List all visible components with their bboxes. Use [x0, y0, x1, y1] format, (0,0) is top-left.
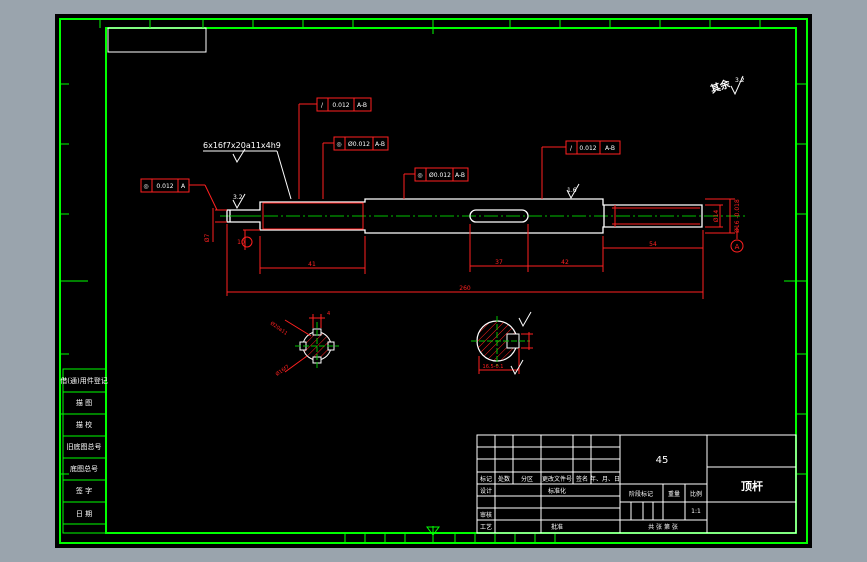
- spline-dia-1: Ø20a11: [269, 320, 289, 337]
- spline-dia-2: Ø16f7: [274, 363, 291, 377]
- gdt2-sym: ◎: [336, 141, 341, 148]
- datum-a: A: [735, 243, 740, 251]
- gdt5-sym: ◎: [143, 183, 148, 190]
- gdt3-sym: ◎: [417, 172, 422, 179]
- tb-material: 45: [656, 455, 669, 466]
- gdt1-val: 0.012: [332, 102, 349, 109]
- tb-change-doc: 更改文件号: [542, 475, 572, 483]
- tb-approve: 批准: [551, 523, 563, 531]
- title-block: 标记 处数 分区 更改文件号 签名 年、月、日 设计 标准化 阶段标记 重量 比…: [476, 434, 797, 534]
- tb-design: 设计: [480, 487, 492, 495]
- gdt5-val: 0.012: [156, 183, 173, 190]
- spline-spec: 6x16f7x20a11x4h9: [203, 141, 281, 150]
- roughness-label-2: 1.6: [567, 187, 577, 194]
- cad-viewport[interactable]: 借(通)用件登记 描 图 描 校 旧底图总号 底图总号 签 字 日 期: [55, 14, 812, 548]
- tb-standard: 标准化: [548, 487, 566, 495]
- gdt1-sym: /: [321, 102, 324, 109]
- dim-total: 260: [459, 285, 471, 292]
- tb-process: 工艺: [480, 523, 492, 531]
- gdt4-val: 0.012: [579, 145, 596, 152]
- side-row-7: 日 期: [76, 510, 92, 518]
- tb-count: 处数: [498, 475, 510, 483]
- dim-spline-len: 41: [308, 261, 316, 268]
- gdt4-sym: /: [570, 145, 573, 152]
- side-table: 借(通)用件登记 描 图 描 校 旧底图总号 底图总号 签 字 日 期: [60, 368, 108, 534]
- spline-width: 4: [327, 311, 330, 317]
- gdt1-datum: A-B: [357, 102, 367, 109]
- gdt-frames: / 0.012 A-B ◎ Ø0.012 A-B ◎ Ø0.012 A-B / …: [140, 97, 621, 211]
- dim-right-dia-tol: Ø16 -0.018: [734, 199, 741, 233]
- side-row-6: 签 字: [76, 486, 92, 495]
- side-row-5: 底图总号: [70, 464, 98, 473]
- tb-scale: 1:1: [691, 508, 701, 515]
- tb-stage: 阶段标记: [629, 490, 653, 498]
- gdt2-datum: A-B: [375, 141, 385, 148]
- key-depth: 16.5-0.1: [483, 364, 504, 370]
- general-roughness: 其余 3.2: [709, 75, 745, 96]
- tb-weight: 重量: [668, 490, 680, 498]
- tb-sign: 签名: [576, 475, 588, 483]
- gdt5-datum: A: [181, 183, 186, 190]
- dim-right-dia: Ø14: [713, 210, 720, 223]
- gdt3-datum: A-B: [455, 172, 465, 179]
- roughness-note: 其余: [709, 76, 733, 95]
- gdt4-datum: A-B: [605, 145, 615, 152]
- tb-scale-label: 比例: [690, 490, 702, 498]
- side-row-3: 描 校: [76, 420, 92, 429]
- gdt3-val: Ø0.012: [429, 172, 451, 179]
- roughness-label-1: 3.2: [233, 194, 243, 201]
- shaft-main-view: 41 37 42 54 260 Ø7 10 Ø14 Ø16 -0.018 3.2…: [203, 141, 745, 299]
- tb-date: 年、月、日: [590, 475, 620, 483]
- tb-sheets: 共 张 第 张: [648, 523, 678, 531]
- tb-review: 审核: [480, 511, 492, 519]
- roughness-note-value: 3.2: [735, 77, 745, 84]
- tb-part-name: 顶杆: [741, 479, 763, 493]
- spline-section: Ø20a11 Ø16f7 4: [269, 311, 339, 378]
- keyway-section: 16.5-0.1: [471, 311, 533, 376]
- side-row-4: 旧底图总号: [67, 442, 102, 451]
- side-row-2: 描 图: [76, 398, 92, 407]
- gdt2-val: Ø0.012: [348, 141, 370, 148]
- side-row-1: 借(通)用件登记: [60, 376, 107, 385]
- dim-mid-len: 42: [561, 259, 569, 266]
- tb-zone: 分区: [521, 475, 533, 483]
- dim-key-len: 37: [495, 259, 503, 266]
- engineering-drawing: 借(通)用件登记 描 图 描 校 旧底图总号 底图总号 签 字 日 期: [59, 18, 808, 544]
- dim-right-len: 54: [649, 241, 657, 248]
- dim-left-dia: Ø7: [204, 234, 211, 243]
- tb-mark: 标记: [480, 475, 492, 483]
- drawing-frame: [59, 18, 808, 544]
- dim-left-step: 10: [237, 239, 245, 246]
